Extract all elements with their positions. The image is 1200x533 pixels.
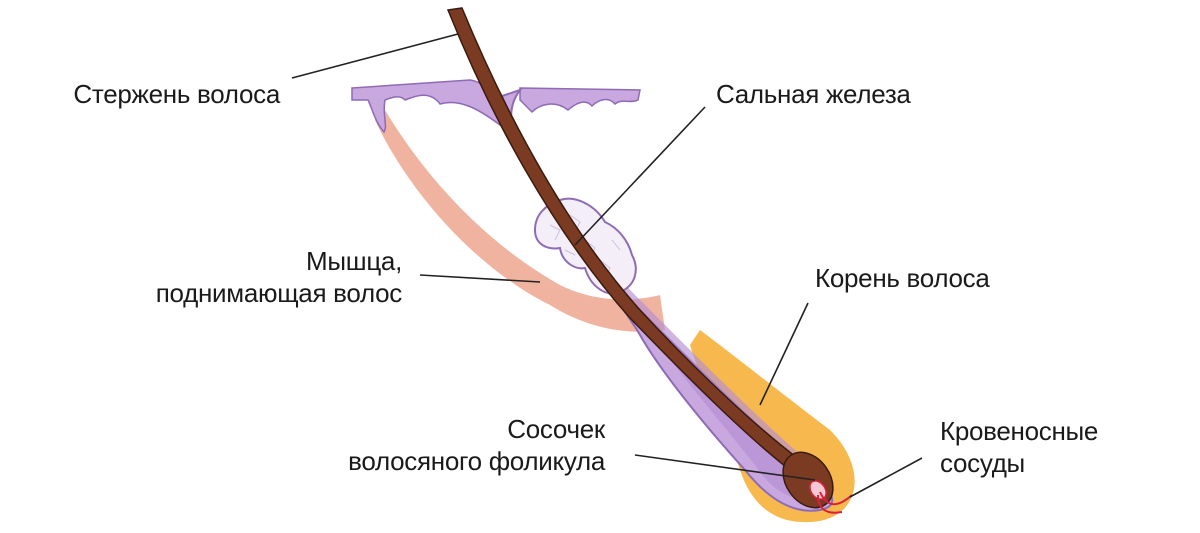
label-arrector-muscle-line1: Мышца, [306, 246, 402, 276]
leader-papilla [634, 454, 816, 481]
label-sebaceous-gland-text: Сальная железа [716, 79, 911, 109]
label-sebaceous-gland: Сальная железа [716, 78, 911, 110]
label-hair-shaft: Стержень волоса [60, 78, 280, 110]
label-hair-root-text: Корень волоса [815, 263, 990, 293]
epidermis-right [519, 87, 641, 114]
leader-lines [291, 33, 923, 498]
label-arrector-muscle-line2: поднимающая волос [155, 278, 403, 308]
leader-hair-shaft [291, 33, 459, 79]
inner-sheath [505, 110, 820, 499]
label-blood-vessels-line2: сосуды [940, 448, 1025, 478]
leader-blood-vessels [849, 457, 923, 498]
label-hair-shaft-text: Стержень волоса [73, 79, 280, 109]
leader-hair-root [759, 302, 809, 406]
label-hair-root: Корень волоса [815, 262, 990, 294]
label-papilla: Сосочек волосяного фоликула [330, 413, 605, 477]
label-blood-vessels: Кровеносные сосуды [940, 415, 1098, 479]
blood-vessels [817, 491, 853, 514]
label-arrector-muscle: Мышца, поднимающая волос [120, 245, 403, 309]
label-papilla-line1: Сосочек [507, 414, 605, 444]
leader-arrector-muscle [419, 274, 541, 283]
label-papilla-line2: волосяного фоликула [348, 446, 605, 476]
label-blood-vessels-line1: Кровеносные [940, 416, 1099, 446]
leader-sebaceous-gland [574, 106, 706, 246]
